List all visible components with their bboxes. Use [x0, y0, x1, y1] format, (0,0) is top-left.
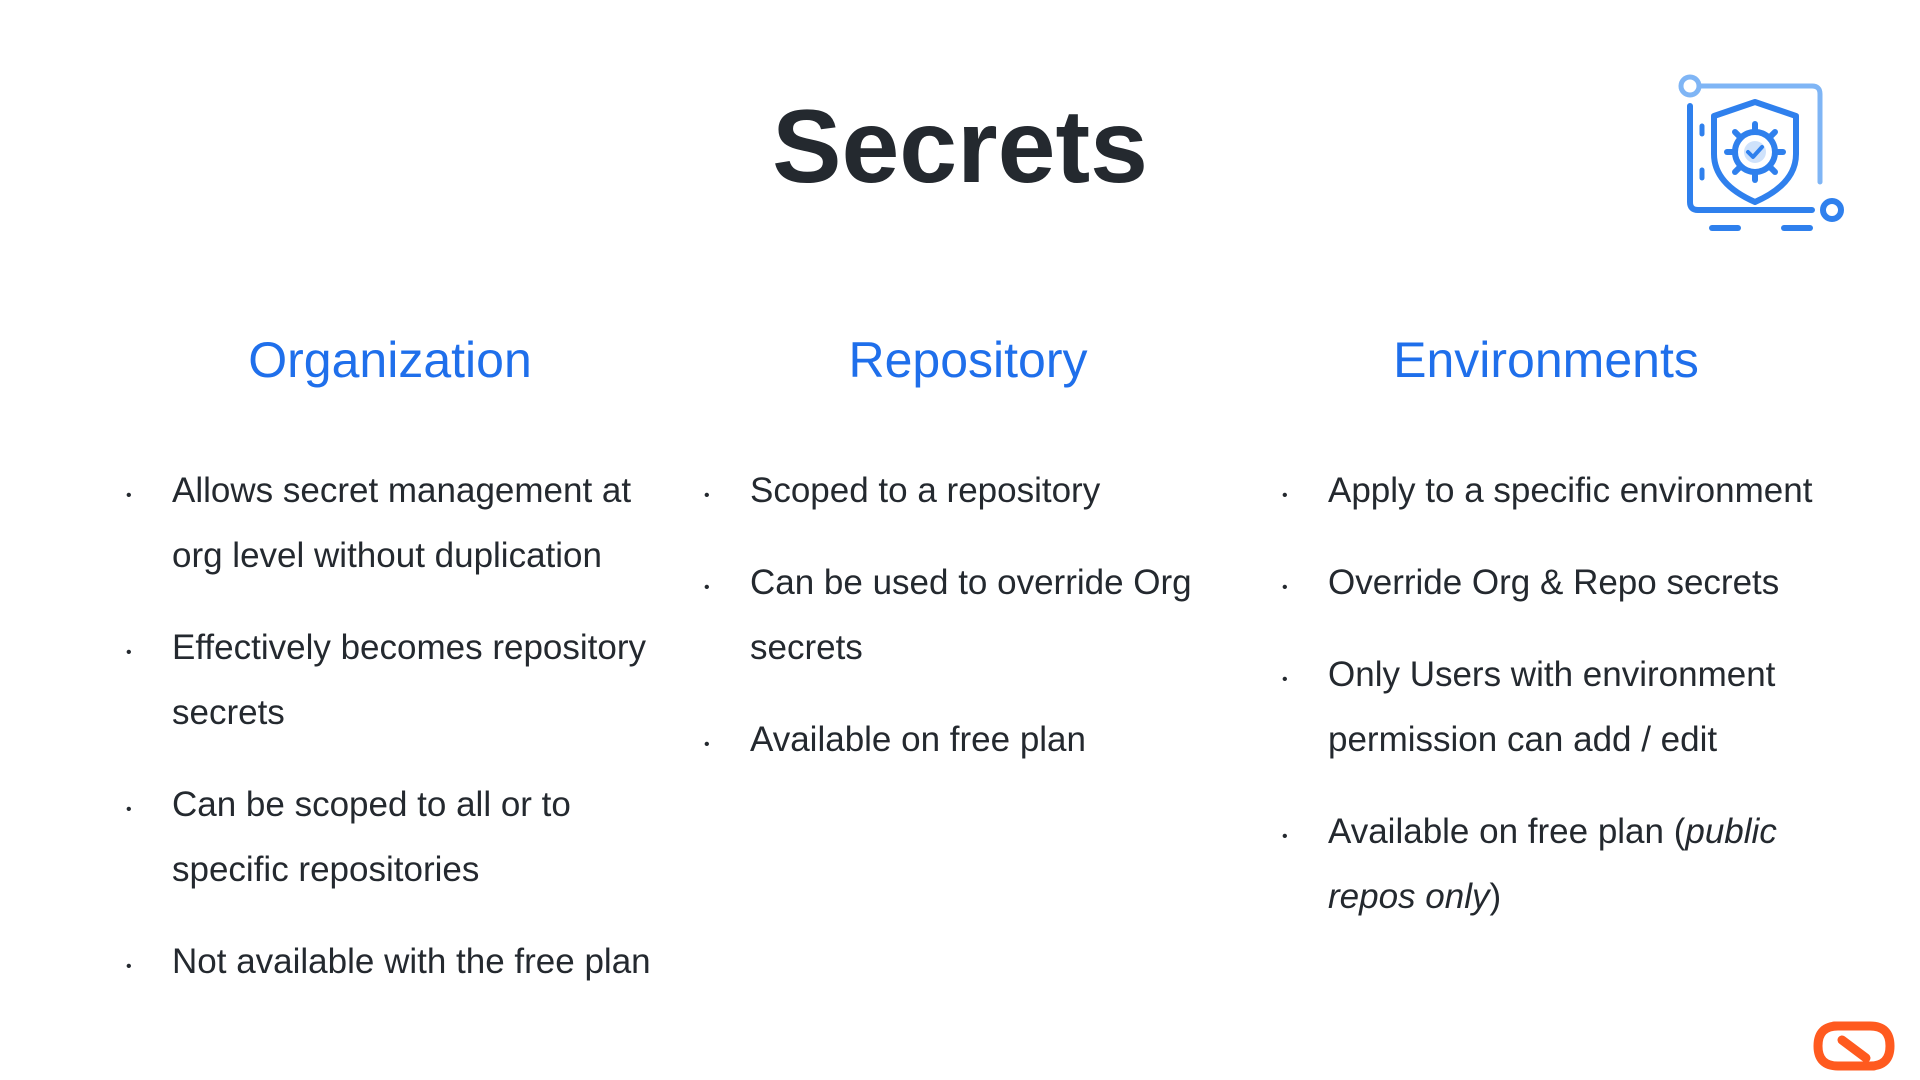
bullet-icon: •	[126, 487, 132, 504]
bullet-icon: •	[126, 644, 132, 661]
list-item-text: Not available with the free plan	[172, 942, 651, 981]
list-item: • Can be scoped to all or to specific rep…	[110, 772, 670, 902]
list-item: • Not available with the free plan	[110, 929, 670, 994]
list-item-text: Can be used to override Org secrets	[750, 563, 1192, 667]
list-item-text: Only Users with environment permission c…	[1328, 655, 1776, 759]
list-item-text: Available on free plan	[750, 720, 1086, 759]
bullet-list: • Allows secret management at org level w…	[110, 458, 670, 994]
list-item-text: Can be scoped to all or to specific repo…	[172, 785, 571, 889]
list-item-text: Override Org & Repo secrets	[1328, 563, 1780, 602]
bullet-icon: •	[1282, 579, 1288, 596]
list-item: • Can be used to override Org secrets	[688, 550, 1248, 680]
list-item-text: Scoped to a repository	[750, 471, 1101, 510]
slide-title: Secrets	[772, 89, 1148, 205]
shield-gear-check-icon	[1678, 74, 1844, 231]
bullet-icon: •	[1282, 487, 1288, 504]
list-item: • Allows secret management at org level w…	[110, 458, 670, 588]
brand-logo-icon	[1813, 1021, 1895, 1071]
list-item-text-suffix: )	[1489, 877, 1502, 916]
column-heading: Repository	[848, 332, 1088, 388]
list-item: • Only Users with environment permission …	[1266, 642, 1826, 772]
list-item: • Effectively becomes repository secrets	[110, 615, 670, 745]
list-item: • Available on free plan (public repos on…	[1266, 799, 1826, 929]
bullet-list: • Scoped to a repository • Can be used to …	[688, 458, 1248, 772]
column-environments: Environments • Apply to a specific enviro…	[1266, 330, 1826, 956]
list-item: • Apply to a specific environment	[1266, 458, 1826, 523]
list-item-text: Allows secret management at org level wi…	[172, 471, 632, 575]
column-repository: Repository • Scoped to a repository • Can …	[688, 330, 1248, 799]
column-organization: Organization • Allows secret management a…	[110, 330, 670, 1021]
bullet-icon: •	[1282, 671, 1288, 688]
list-item-text-prefix: Available on free plan (	[1328, 812, 1686, 851]
bullet-icon: •	[704, 736, 710, 753]
bullet-icon: •	[126, 801, 132, 818]
list-item-text: Apply to a specific environment	[1328, 471, 1813, 510]
list-item-text: Effectively becomes repository secrets	[172, 628, 647, 732]
list-item-text-italic: public repos only	[1328, 812, 1777, 916]
list-item: • Override Org & Repo secrets	[1266, 550, 1826, 615]
bullet-list: • Apply to a specific environment • Overri…	[1266, 458, 1826, 929]
bullet-icon: •	[704, 487, 710, 504]
column-heading: Environments	[1393, 332, 1699, 388]
list-item: • Scoped to a repository	[688, 458, 1248, 523]
column-heading: Organization	[248, 332, 532, 388]
bullet-icon: •	[1282, 828, 1288, 845]
bullet-icon: •	[126, 958, 132, 975]
list-item: • Available on free plan	[688, 707, 1248, 772]
bullet-icon: •	[704, 579, 710, 596]
